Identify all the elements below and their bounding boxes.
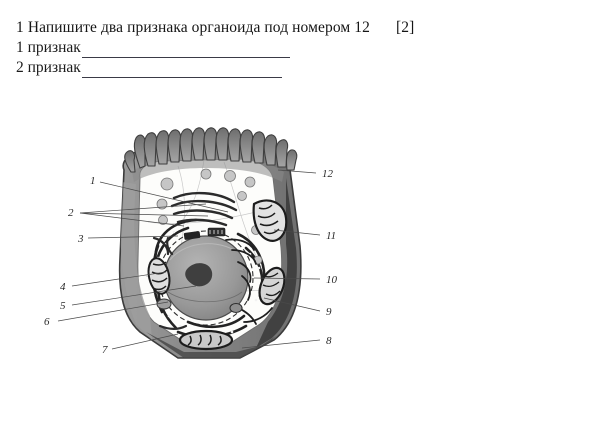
- lysosome: [156, 298, 172, 310]
- callout-label-5: 5: [60, 300, 66, 312]
- question-prompt-row: 1 Напишите два признака органоида под но…: [16, 18, 576, 38]
- answer-blank-1[interactable]: [81, 43, 290, 58]
- nucleolus: [185, 263, 213, 287]
- callout-label-1: 1: [90, 175, 96, 187]
- callout-label-4: 4: [60, 281, 66, 293]
- golgi-apparatus: [170, 191, 238, 227]
- callout-label-11: 11: [326, 230, 336, 242]
- callout-label-10: 10: [326, 274, 338, 286]
- callout-label-12: 12: [322, 168, 334, 180]
- callout-label-9: 9: [326, 306, 332, 318]
- question-marks: [2]: [396, 19, 415, 36]
- question-block: 1 Напишите два признака органоида под но…: [16, 18, 576, 78]
- membrane-shading-left: [120, 182, 152, 340]
- answer-row-2: 2 признак: [16, 58, 576, 78]
- animal-cell-diagram: 1 2 3 4 5 6 7 8 9 10 11 12: [28, 126, 448, 381]
- mitochondrion-right: [258, 266, 286, 306]
- mitochondrion-bottom: [178, 329, 234, 351]
- callout-label-6: 6: [44, 316, 50, 328]
- callout-label-7: 7: [102, 344, 108, 356]
- mitochondrion-left: [147, 257, 171, 295]
- nucleus: [158, 230, 254, 326]
- microvilli: [124, 127, 298, 173]
- answer-label-2: 2 признак: [16, 59, 81, 76]
- callout-label-2: 2: [68, 207, 74, 219]
- membrane-shading-bottom: [146, 332, 276, 358]
- callout-label-8: 8: [326, 335, 332, 347]
- question-prompt: 1 Напишите два признака органоида под но…: [16, 19, 370, 36]
- cell-body: [118, 127, 302, 359]
- peroxisome: [229, 303, 243, 313]
- answer-blank-2[interactable]: [81, 63, 282, 78]
- answer-label-1: 1 признак: [16, 39, 81, 56]
- callout-label-3: 3: [77, 233, 84, 245]
- answer-row-1: 1 признак: [16, 38, 576, 58]
- cytoplasmic-tubules: [152, 236, 188, 331]
- callout-labels: 1 2 3 4 5 6 7 8 9 10 11 12: [44, 168, 338, 356]
- callout-leaders: [57, 169, 321, 350]
- centrioles: [183, 227, 226, 240]
